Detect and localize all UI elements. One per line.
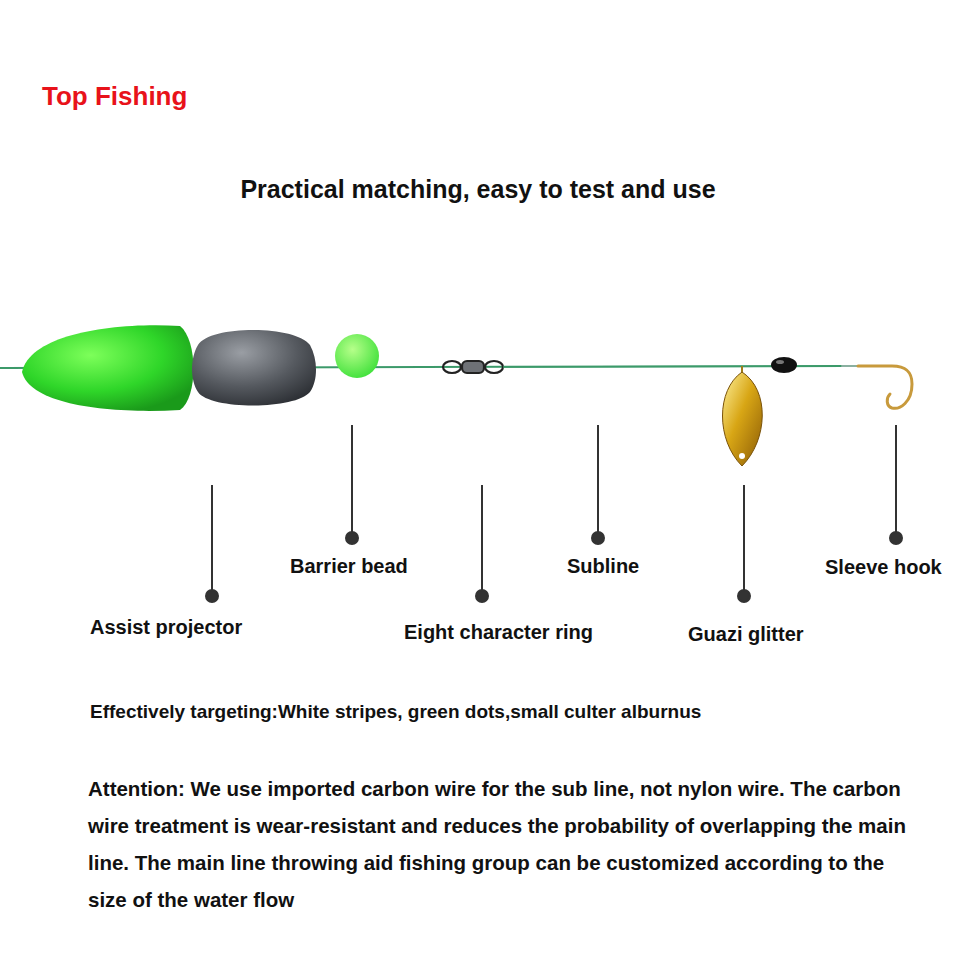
attention-note: Attention: We use imported carbon wire f… xyxy=(88,770,918,918)
glitter-spoon xyxy=(723,366,763,466)
swivel xyxy=(443,361,503,373)
brand-name: Top Fishing xyxy=(42,81,187,112)
heading: Practical matching, easy to test and use xyxy=(240,174,715,204)
part-label: Subline xyxy=(567,554,639,578)
part-label: Sleeve hook xyxy=(825,555,942,579)
stop-bead xyxy=(771,357,797,373)
barrier-bead xyxy=(335,334,379,378)
part-label: Guazi glitter xyxy=(688,622,804,646)
leader-lines xyxy=(206,425,902,602)
part-label: Assist projector xyxy=(90,615,242,639)
hook xyxy=(842,366,912,408)
part-label: Barrier bead xyxy=(290,554,408,578)
target-note: Effectively targeting:White stripes, gre… xyxy=(90,701,701,724)
part-label: Eight character ring xyxy=(404,620,593,644)
float xyxy=(22,325,194,411)
sinker xyxy=(192,330,316,406)
